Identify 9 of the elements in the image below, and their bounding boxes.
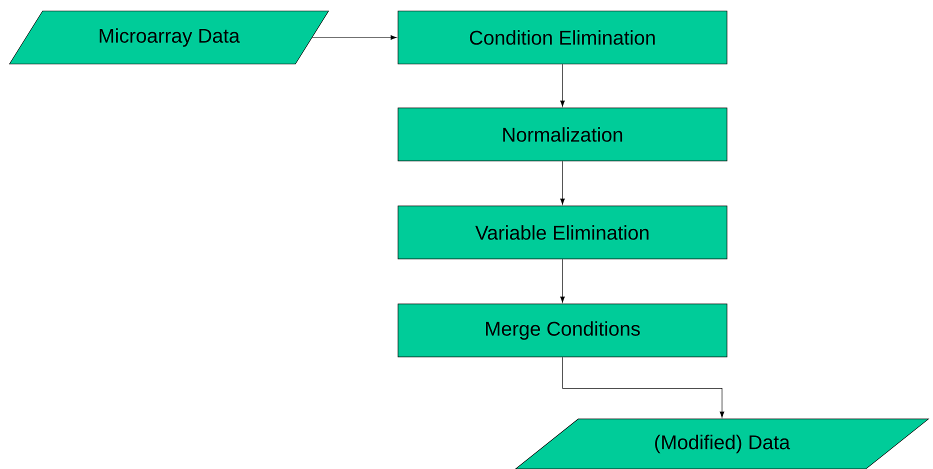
arrow [312, 35, 397, 40]
arrow [560, 160, 565, 205]
arrow [562, 356, 724, 418]
process-box: Variable Elimination [398, 206, 728, 260]
process-box: Condition Elimination [398, 10, 728, 64]
arrow [560, 258, 565, 303]
arrow [560, 64, 565, 107]
process-box: Normalization [398, 108, 728, 162]
process-box: Merge Conditions [398, 304, 728, 358]
